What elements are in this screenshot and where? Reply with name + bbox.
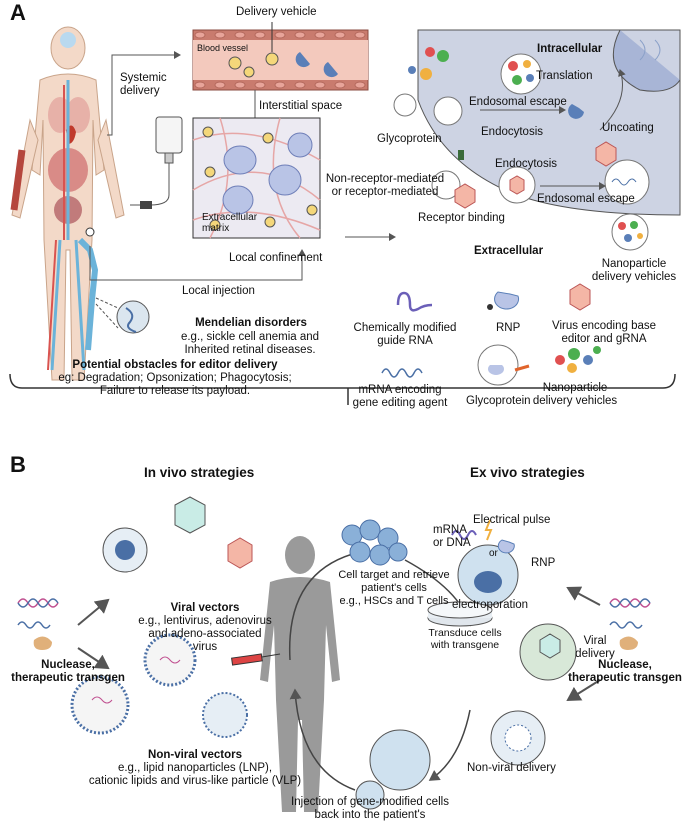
- blood-vessel-label: Blood vessel: [197, 43, 249, 53]
- endosomal-escape-1-label: Endosomal escape: [469, 96, 567, 108]
- iv-bag-icon: [130, 116, 183, 209]
- viral-vectors-desc: e.g., lentivirus, adenovirus and adeno-a…: [138, 615, 272, 653]
- nanoparticle-top-label: Nanoparticle delivery vehicles: [591, 258, 677, 283]
- viral-vector-icons: [102, 496, 253, 573]
- dna-icon-left: [17, 598, 59, 650]
- intracellular-label: Intracellular: [537, 43, 603, 55]
- obstacles-title: Potential obstacles for editor delivery: [72, 359, 278, 371]
- systemic-arrow: [107, 51, 181, 136]
- endosomal-escape-2-label: Endosomal escape: [537, 193, 635, 205]
- extracellular-label: Extracellular: [474, 245, 544, 257]
- non-viral-title: Non-viral vectors: [148, 749, 242, 761]
- non-viral-vector-icons: [70, 633, 248, 738]
- ex-vivo-title: Ex vivo strategies: [470, 465, 585, 480]
- legend-rnp: RNP: [496, 322, 521, 334]
- syringe-icon: [231, 653, 281, 666]
- mrna-dna-label: mRNA or DNA: [433, 524, 471, 549]
- target-cell: [417, 29, 681, 216]
- legend-icons: [381, 283, 601, 386]
- legend-glycoprotein: Glycoprotein: [466, 395, 531, 407]
- legend-guide-rna: Chemically modified guide RNA: [353, 322, 457, 347]
- in-vivo-title: In vivo strategies: [144, 465, 255, 480]
- cell-target-label: Cell target and retrieve patient's cells…: [338, 569, 450, 607]
- cycle-arrow-up: [288, 548, 362, 661]
- electrical-pulse-label: Electrical pulse: [473, 514, 551, 526]
- or-label: or: [489, 548, 498, 559]
- non-receptor-label: Non-receptor-mediated or receptor-mediat…: [325, 173, 445, 198]
- endocytosis-2-label: Endocytosis: [495, 158, 558, 170]
- uncoating-label: Uncoating: [602, 122, 654, 134]
- mendelian-title: Mendelian disorders: [195, 317, 307, 329]
- viral-delivery-label: Viral delivery: [575, 635, 615, 660]
- local-injection-label: Local injection: [182, 285, 255, 297]
- systemic-delivery-label: Systemic delivery: [120, 72, 167, 97]
- panel-b-letter: B: [10, 452, 26, 477]
- electroporation-label: electroporation: [452, 599, 529, 611]
- panel-a-letter: A: [10, 0, 26, 25]
- dna-icon-right: [609, 598, 651, 650]
- injection-label: Injection of gene-modified cells back in…: [291, 796, 449, 821]
- modified-cell-icon: [369, 729, 431, 791]
- translation-label: Translation: [536, 70, 593, 82]
- interstitial-space-label: Interstitial space: [259, 100, 343, 112]
- panel-a-bracket: [9, 373, 676, 389]
- local-injection-arrow: [89, 246, 306, 281]
- obstacles-desc: eg: Degradation; Opsonization; Phagocyto…: [58, 372, 292, 397]
- viral-vectors-title: Viral vectors: [170, 602, 240, 614]
- delivery-vehicle-label: Delivery vehicle: [236, 6, 317, 18]
- extracellular-particles: [393, 47, 649, 251]
- legend-nanoparticle: Nanoparticle delivery vehicles: [532, 382, 618, 407]
- interstitial-space-box: [192, 117, 321, 239]
- non-viral-delivery-cell: [490, 710, 546, 766]
- non-viral-delivery-label: Non-viral delivery: [467, 762, 556, 774]
- electroporation-cell: [451, 519, 519, 606]
- local-confinement-label: Local confinement: [229, 252, 323, 264]
- petri-dish-icon: [427, 601, 493, 627]
- human-body-illustration: [10, 26, 125, 381]
- glycoprotein-top-label: Glycoprotein: [377, 133, 442, 145]
- receptor-binding-label: Receptor binding: [418, 212, 505, 224]
- blood-vessel: [192, 22, 369, 91]
- patient-cells-cluster: [341, 519, 408, 566]
- ex-rnp-label: RNP: [531, 557, 556, 569]
- transduce-label: Transduce cells with transgene: [428, 627, 502, 651]
- viral-delivery-cell: [519, 623, 577, 681]
- legend-mrna: mRNA encoding gene editing agent: [352, 384, 448, 409]
- extracellular-matrix-label: Extracellular matrix: [202, 212, 258, 234]
- non-viral-desc: e.g., lipid nanoparticles (LNP), cationi…: [88, 762, 302, 787]
- endocytosis-1-label: Endocytosis: [481, 126, 544, 138]
- nuclease-right-label: Nuclease, therapeutic transgen: [568, 659, 682, 684]
- nuclease-left-label: Nuclease, therapeutic transgen: [11, 659, 125, 684]
- legend-virus: Virus encoding base editor and gRNA: [552, 320, 656, 345]
- mendelian-desc: e.g., sickle cell anemia and Inherited r…: [180, 331, 320, 356]
